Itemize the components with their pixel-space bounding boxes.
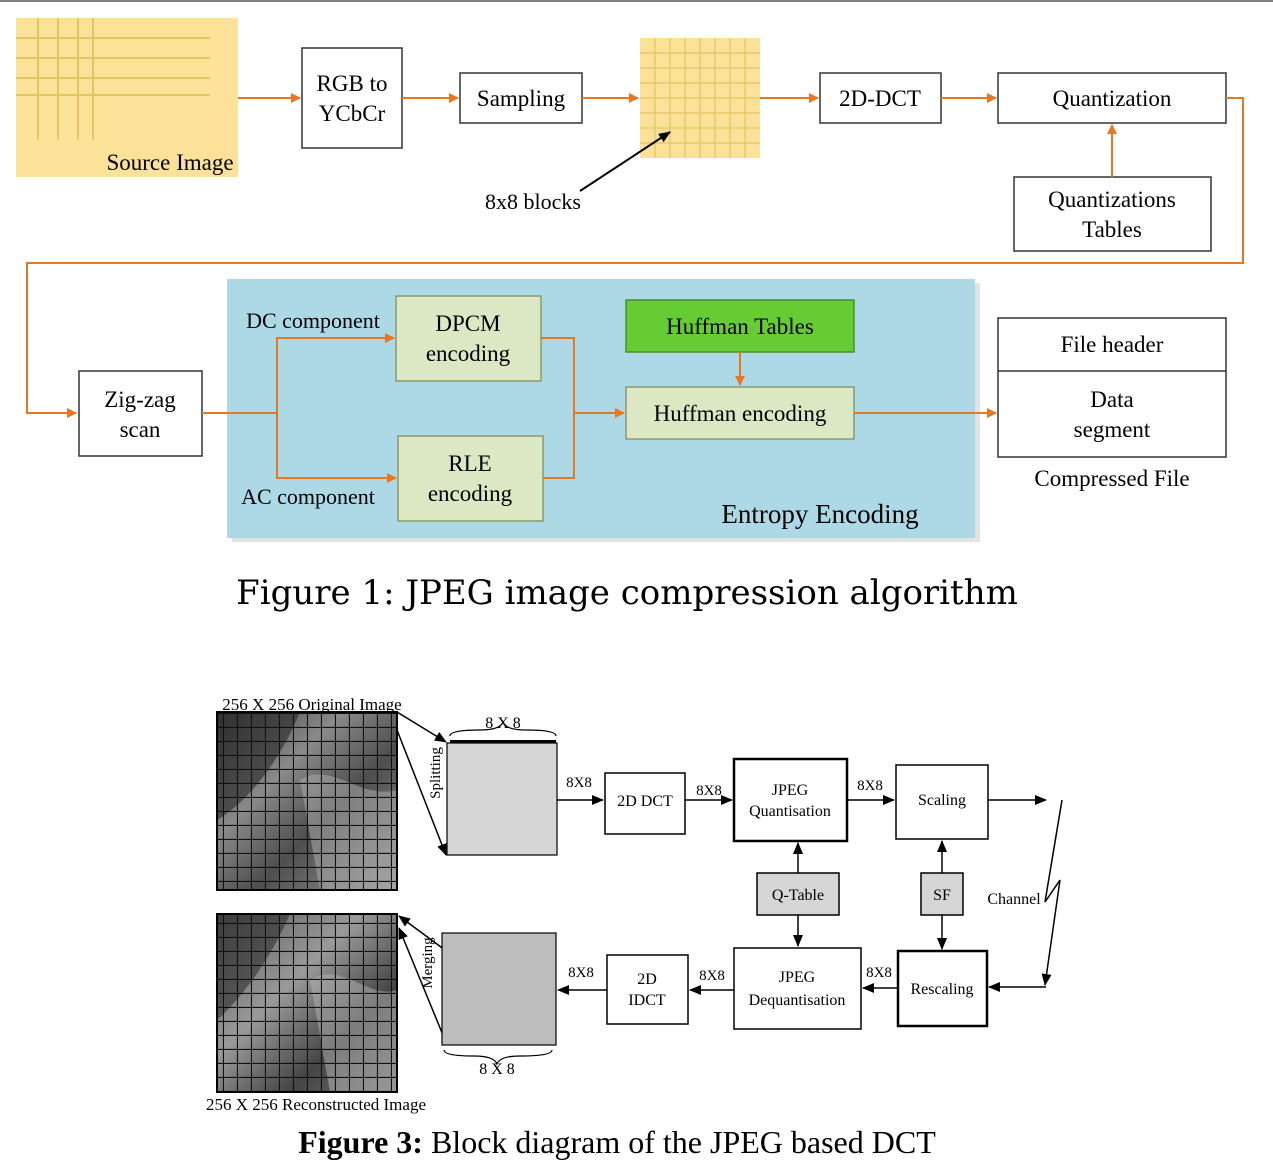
idct-line2: IDCT [628,992,666,1009]
dc-component-label: DC component [246,308,380,333]
compressed-file-box: File header Data segment Compressed File [997,317,1227,491]
bottom-8x8-block: 8 X 8 [441,932,557,1078]
jpeg-dequantisation-box: JPEG Dequantisation [733,947,862,1030]
size-label-1: 8X8 [566,775,592,791]
figure-1: Source Image RGB to YCbCr Sampling [16,18,1244,613]
dequantisation-line1: JPEG [779,969,816,986]
data-segment-line2: segment [1074,417,1151,442]
entropy-encoding-label: Entropy Encoding [721,499,918,529]
q-table-label: Q-Table [772,887,824,904]
size-label-6: 8X8 [866,965,892,981]
dct-label: 2D-DCT [839,86,921,111]
huffman-encoding-label: Huffman encoding [654,401,827,426]
huffman-tables-box: Huffman Tables [625,299,855,353]
rescaling-box: Rescaling [896,949,989,1028]
blocks-label: 8x8 blocks [485,189,581,214]
jpeg-quantisation-box: JPEG Quantisation [732,757,849,843]
scaling-box: Scaling [895,764,989,840]
figure-3: 256 X 256 Original Image 256 X 256 Recon… [206,695,1063,1160]
reconstructed-image-label: 256 X 256 Reconstructed Image [206,1095,426,1114]
huffman-encoding-box: Huffman encoding [625,386,855,440]
original-image [216,711,398,891]
size-label-4: 8X8 [568,965,594,981]
figure1-arrows-row1 [26,93,1244,418]
quantization-tables-box: Quantizations Tables [1013,176,1212,252]
blocks-grid: 8x8 blocks [485,38,760,214]
data-segment-line1: Data [1090,387,1133,412]
rle-line1: RLE [448,451,491,476]
dct-box: 2D-DCT [819,72,942,124]
size-label-2: 8X8 [696,783,722,799]
zigzag-box: Zig-zag scan [78,370,203,457]
dpcm-line2: encoding [426,341,511,366]
quantization-label: Quantization [1053,86,1172,111]
zigzag-line1: Zig-zag [104,387,176,412]
scaling-label: Scaling [918,792,966,809]
idct-2d-box: 2D IDCT [606,954,689,1025]
dpcm-box: DPCM encoding [395,295,542,382]
sf-label: SF [933,887,951,904]
sf-box: SF [920,872,964,916]
reconstructed-image [216,913,398,1093]
top-8x8-block: 8 X 8 [446,715,558,856]
dpcm-line1: DPCM [435,311,500,336]
compressed-file-label: Compressed File [1034,466,1189,491]
qtables-line2: Tables [1082,217,1142,242]
rgb-label-line2: YCbCr [319,101,386,126]
rle-line2: encoding [428,481,513,506]
dct-2d-label: 2D DCT [617,793,673,810]
quantisation-line2: Quantisation [749,803,831,820]
size-label-5: 8X8 [699,968,725,984]
quantisation-line1: JPEG [772,782,809,799]
quantization-box: Quantization [997,72,1227,124]
zigzag-line2: scan [120,417,161,442]
figure3-caption-rest: Block diagram of the JPEG based DCT [423,1124,936,1160]
file-header-label: File header [1061,332,1164,357]
splitting-lines [396,711,447,856]
channel-label: Channel [987,891,1041,908]
huffman-tables-label: Huffman Tables [666,314,814,339]
q-table-box: Q-Table [756,872,840,916]
rgb-label-line1: RGB to [317,71,388,96]
ac-component-label: AC component [241,484,375,509]
idct-line1: 2D [637,971,657,988]
dequantisation-line2: Dequantisation [749,992,846,1009]
sampling-box: Sampling [459,72,583,124]
sampling-label: Sampling [477,86,566,111]
size-label-3: 8X8 [857,778,883,794]
rescaling-label: Rescaling [910,981,973,998]
source-image: Source Image [16,18,238,177]
top-block-size-label: 8 X 8 [485,715,521,732]
entropy-encoding-panel: Entropy Encoding [227,279,980,542]
figure3-caption-bold: Figure 3: [298,1124,423,1160]
qtables-line1: Quantizations [1048,187,1176,212]
figure1-caption: Figure 1: JPEG image compression algorit… [236,573,1018,613]
original-image-label: 256 X 256 Original Image [222,695,401,714]
merging-lines [398,915,446,1041]
source-image-label: Source Image [106,150,233,175]
rle-box: RLE encoding [397,435,544,522]
figure3-arrows [557,795,1063,995]
figure3-caption: Figure 3: Block diagram of the JPEG base… [298,1124,936,1160]
splitting-label: Splitting [428,747,444,799]
merging-label: Merging [420,937,436,989]
bottom-block-size-label: 8 X 8 [479,1061,515,1078]
figure1-arrows-row2 [202,333,997,483]
rgb-to-ycbcr-box: RGB to YCbCr [301,47,403,149]
dct-2d-box: 2D DCT [604,772,686,835]
